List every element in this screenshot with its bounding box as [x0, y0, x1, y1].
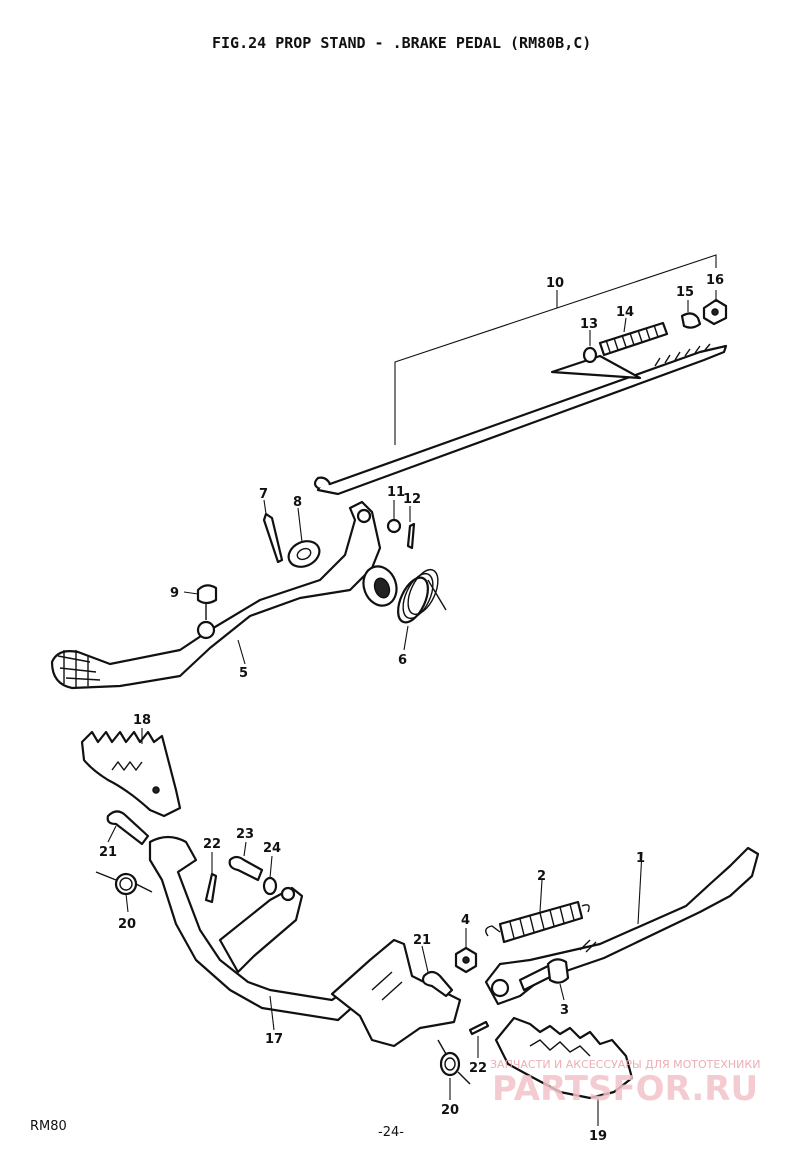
- pedal-washer: [287, 540, 321, 568]
- rod-joint: [680, 312, 702, 329]
- brake-rod-group: [313, 254, 728, 496]
- washer: [582, 346, 598, 364]
- callout-6: 6: [398, 653, 407, 668]
- footrest-spring-left: [95, 871, 153, 896]
- callout-10: 10: [546, 276, 564, 291]
- model-label: RM80: [30, 1119, 67, 1134]
- callout-24: 24: [263, 841, 281, 856]
- callout-8: 8: [293, 495, 302, 510]
- callout-22-left: 22: [203, 837, 221, 852]
- leader-lines: [107, 290, 717, 1126]
- callout-17: 17: [265, 1032, 283, 1047]
- callout-13: 13: [580, 317, 598, 332]
- figure-title: FIG.24 PROP STAND - .BRAKE PEDAL (RM80B,…: [212, 34, 591, 52]
- brake-pedal: [50, 500, 398, 690]
- callout-11: 11: [387, 485, 405, 500]
- rod-spring: [598, 321, 669, 357]
- brake-rod: [316, 344, 728, 496]
- footrest-spring-right: [437, 1039, 471, 1085]
- callout-14: 14: [616, 305, 634, 320]
- callout-9: 9: [170, 586, 179, 601]
- callout-18: 18: [133, 713, 151, 728]
- callout-5: 5: [239, 666, 248, 681]
- watermark: ЗАПЧАСТИ И АКСЕССУАРЫ ДЛЯ МОТОТЕХНИКИ PA…: [490, 1058, 760, 1109]
- watermark-brand: PARTSFOR.RU: [492, 1069, 758, 1109]
- callout-22-right: 22: [469, 1061, 487, 1076]
- pedal-return-spring: [397, 568, 447, 624]
- stand-spring: [485, 900, 590, 944]
- footrest-left: [80, 730, 182, 818]
- pedal-bolt: [196, 584, 218, 620]
- stand-bolt: [228, 855, 264, 882]
- callout-19: 19: [589, 1129, 607, 1144]
- page-number: -24-: [378, 1125, 404, 1140]
- callout-16: 16: [706, 273, 724, 288]
- callout-23: 23: [236, 827, 254, 842]
- footrest-right: [494, 1016, 634, 1100]
- small-cotter-pin: [406, 522, 416, 550]
- callout-21-right: 21: [413, 933, 431, 948]
- callout-1: 1: [636, 851, 645, 866]
- stand-washer: [262, 876, 278, 896]
- callout-15: 15: [676, 285, 694, 300]
- callout-7: 7: [259, 487, 268, 502]
- footrest-pin-left: [106, 810, 150, 846]
- footrest-bar: [148, 835, 462, 1048]
- callout-21-left: 21: [99, 845, 117, 860]
- watermark-tagline: ЗАПЧАСТИ И АКСЕССУАРЫ ДЛЯ МОТОТЕХНИКИ: [490, 1058, 760, 1071]
- cotter-pin-right: [468, 1020, 490, 1036]
- callout-3: 3: [560, 1003, 569, 1018]
- small-washer: [386, 518, 402, 534]
- callout-20-left: 20: [118, 917, 136, 932]
- footrest-pin-right: [421, 970, 454, 998]
- callout-4: 4: [461, 913, 470, 928]
- cotter-pin-left: [204, 872, 218, 904]
- callout-12: 12: [403, 492, 421, 507]
- callouts: 1 2 3 4 5 6 7 8 9 10 11 12 13 14 15 16 1…: [99, 273, 724, 1144]
- cotter-pin: [262, 512, 284, 564]
- callout-20-right: 20: [441, 1103, 459, 1118]
- stand-pivot-bolt: [518, 958, 570, 992]
- callout-2: 2: [537, 869, 546, 884]
